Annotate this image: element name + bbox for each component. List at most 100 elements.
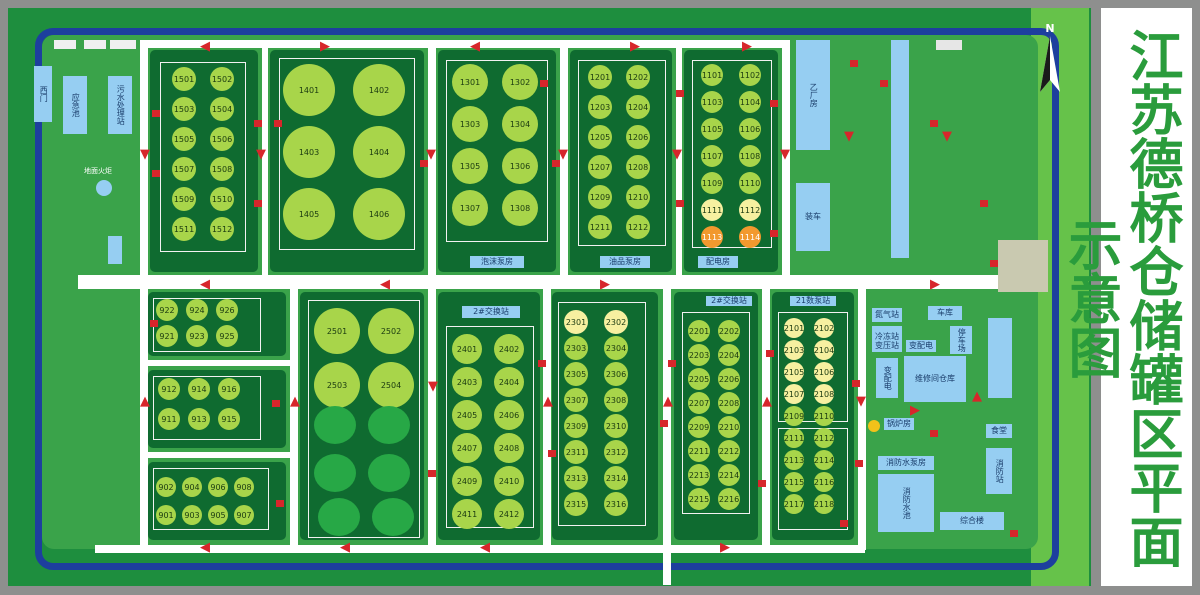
- equipment-marker: [930, 120, 938, 127]
- cold-water-station-label: 冷冻站: [875, 331, 899, 341]
- tank-901: 901: [156, 505, 176, 525]
- empty-tank-pad: [314, 406, 356, 444]
- road-v5: [676, 40, 682, 280]
- fire-station-label: 消防站: [995, 459, 1005, 483]
- equipment-marker: [428, 470, 436, 477]
- equipment-marker: [254, 200, 262, 207]
- road-v4: [560, 40, 568, 280]
- equipment-marker: [552, 160, 560, 167]
- substation-label: 变压站: [875, 340, 899, 350]
- tank-1207: 1207: [588, 155, 612, 179]
- tank-1509: 1509: [172, 187, 196, 211]
- road-v11: [858, 285, 866, 550]
- equipment-marker: [274, 120, 282, 127]
- tank-1114: 1114: [739, 226, 761, 248]
- tank-2314: 2314: [604, 466, 628, 490]
- arrow-s-10: ▼: [856, 394, 866, 409]
- tank-2117: 2117: [784, 494, 804, 514]
- tank-1405: 1405: [283, 188, 335, 240]
- tank-2311: 2311: [564, 440, 588, 464]
- tank-2411: 2411: [452, 499, 482, 529]
- block-15: [150, 50, 258, 272]
- east-gate: [998, 240, 1048, 292]
- loading-building: 装车: [796, 183, 830, 251]
- tank-2313: 2313: [564, 466, 588, 490]
- flare-icon: [96, 180, 112, 196]
- nitrogen-station: 氮气站: [872, 308, 902, 322]
- tank-1504: 1504: [210, 97, 234, 121]
- arrow-s-8: ▼: [942, 129, 952, 144]
- tank-2409: 2409: [452, 466, 482, 496]
- equipment-marker: [980, 200, 988, 207]
- block-23-dike: [558, 302, 646, 526]
- equipment-marker: [1010, 530, 1018, 537]
- south-road: [95, 545, 865, 553]
- tank-2210: 2210: [718, 416, 740, 438]
- tank-2201: 2201: [688, 320, 710, 342]
- tank-2307: 2307: [564, 388, 588, 412]
- tank-2306: 2306: [604, 362, 628, 386]
- block-25-dike: [308, 300, 420, 538]
- tank-2503: 2503: [314, 362, 360, 408]
- tank-1106: 1106: [739, 118, 761, 140]
- east-building: [988, 318, 1012, 398]
- equipment-marker: [548, 450, 556, 457]
- equipment-marker: [840, 520, 848, 527]
- empty-tank-pad: [372, 498, 414, 536]
- tank-2301: 2301: [564, 310, 588, 334]
- tank-1306: 1306: [502, 148, 538, 184]
- oil-pump-house-label: 油品泵房: [609, 256, 641, 266]
- tank-2105: 2105: [784, 362, 804, 382]
- tank-2114: 2114: [814, 450, 834, 470]
- tank-912: 912: [158, 378, 180, 400]
- loading-building-label: 装车: [805, 211, 821, 221]
- tank-2202: 2202: [718, 320, 740, 342]
- compass-label: N: [1045, 22, 1055, 35]
- title-panel: [1101, 8, 1192, 586]
- tank-2412: 2412: [494, 499, 524, 529]
- block-24-dike: [446, 326, 534, 528]
- tank-2214: 2214: [718, 464, 740, 486]
- exchange-station-2b-label: 2#交换站: [711, 295, 747, 305]
- tank-1401: 1401: [283, 64, 335, 116]
- tank-1505: 1505: [172, 127, 196, 151]
- tank-1510: 1510: [210, 187, 234, 211]
- road-v7: [290, 285, 298, 550]
- tank-2302: 2302: [604, 310, 628, 334]
- fire-pool-label: 消防水池: [902, 487, 912, 519]
- power-room: 配电房: [698, 256, 738, 268]
- tank-904: 904: [182, 477, 202, 497]
- tank-1101: 1101: [701, 64, 723, 86]
- tank-2203: 2203: [688, 344, 710, 366]
- tank-1506: 1506: [210, 127, 234, 151]
- block-90-dike: [153, 468, 269, 530]
- boiler-icon: [868, 420, 880, 432]
- boundary-canal: [35, 28, 1059, 570]
- cooling-station-label: 变配电: [909, 340, 933, 350]
- equipment-marker: [770, 100, 778, 107]
- road-v8: [543, 285, 551, 550]
- canteen: 食堂: [986, 424, 1012, 438]
- equipment-marker: [660, 420, 668, 427]
- arrow-w-7: ◀: [480, 540, 490, 555]
- tank-1508: 1508: [210, 157, 234, 181]
- equipment-marker: [855, 460, 863, 467]
- arrow-n-5: ▲: [762, 394, 772, 409]
- tank-1108: 1108: [739, 145, 761, 167]
- tank-1202: 1202: [626, 65, 650, 89]
- equipment-marker: [850, 60, 858, 67]
- equipment-marker: [272, 400, 280, 407]
- tank-911: 911: [158, 408, 180, 430]
- arrow-s-5: ▼: [672, 147, 682, 162]
- tank-2211: 2211: [688, 440, 710, 462]
- office-building: 综合楼: [940, 512, 1004, 530]
- tank-1406: 1406: [353, 188, 405, 240]
- tank-1107: 1107: [701, 145, 723, 167]
- arrow-s-4: ▼: [558, 147, 568, 162]
- tank-2209: 2209: [688, 416, 710, 438]
- east-green-strip: [1031, 8, 1089, 586]
- road-v3: [428, 40, 436, 550]
- block-91-dike: [153, 376, 261, 440]
- tank-1201: 1201: [588, 65, 612, 89]
